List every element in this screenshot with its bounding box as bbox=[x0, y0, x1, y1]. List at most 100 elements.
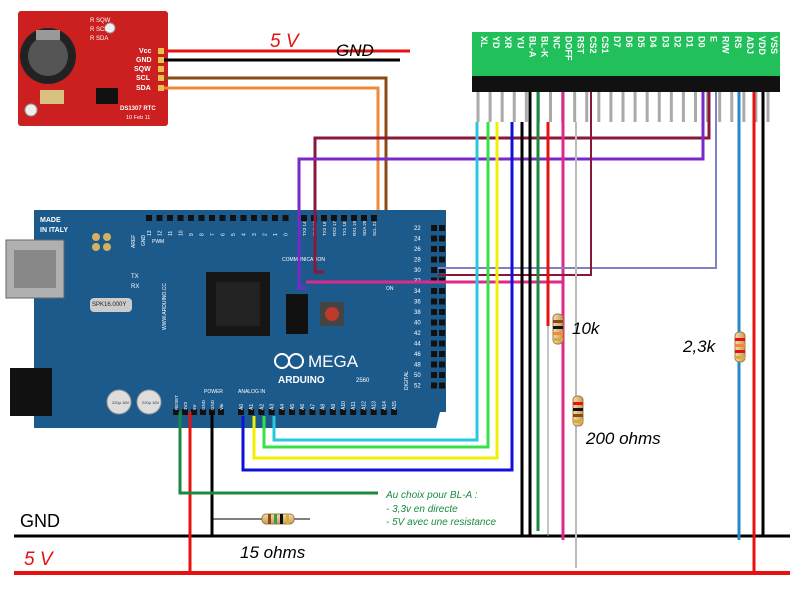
header-pin-label: 2 bbox=[263, 233, 269, 236]
header-pin bbox=[360, 409, 367, 415]
rtc-top-pin: R SCL bbox=[90, 27, 108, 33]
header-pin bbox=[431, 267, 437, 273]
header-pin-label: 34 bbox=[414, 289, 421, 295]
rtc-pin-sda: SDA bbox=[136, 85, 151, 92]
lcd-pin-label: CS2 bbox=[588, 36, 598, 54]
header-pin bbox=[439, 351, 445, 357]
lcd-pin-label: NC bbox=[552, 36, 562, 49]
header-pin bbox=[439, 267, 445, 273]
header-pin-label: SDA 20 bbox=[362, 220, 367, 236]
wire-blue bbox=[241, 122, 514, 472]
header-pin-label: A2 bbox=[259, 404, 265, 410]
rtc-pin-vcc: Vcc bbox=[139, 48, 152, 55]
header-pin bbox=[299, 409, 306, 415]
label-5v-bottom: 5 V bbox=[24, 549, 55, 570]
lcd-pin-label: D3 bbox=[660, 36, 670, 48]
lcd-pin bbox=[645, 92, 649, 122]
header-pin bbox=[188, 215, 194, 221]
lcd-pin bbox=[585, 92, 589, 122]
lcd-pin-label: RST bbox=[576, 36, 586, 55]
lcd-pin-label: XL bbox=[479, 36, 489, 48]
capacitor-label: 220µ 16V bbox=[112, 400, 130, 405]
rtc-wires bbox=[164, 49, 410, 222]
arduino-logo-text: ARDUINO bbox=[278, 375, 325, 386]
header-pin bbox=[439, 340, 445, 347]
lcd-pin-label: E bbox=[709, 36, 719, 42]
header-pin bbox=[218, 409, 224, 415]
mount-hole-icon bbox=[103, 233, 111, 241]
lcd-pin bbox=[657, 92, 661, 122]
header-pin-label: 46 bbox=[414, 352, 421, 358]
lcd-pin-label: CS1 bbox=[600, 36, 610, 54]
header-pin-label: 50 bbox=[414, 373, 421, 379]
rtc-top-pin: R SQW bbox=[90, 18, 111, 24]
header-pin bbox=[370, 409, 377, 415]
reset-button-cap[interactable] bbox=[325, 307, 339, 321]
label-gnd-bottom: GND bbox=[20, 511, 60, 531]
rtc-module-date: 10 Feb 11 bbox=[126, 115, 150, 121]
wire-cyan bbox=[272, 122, 479, 442]
header-pin-label: A0 bbox=[239, 404, 245, 410]
lcd-pin-label: RS bbox=[733, 36, 743, 49]
lcd-pin-label: VSS bbox=[769, 36, 779, 54]
header-pin-label: 3 bbox=[252, 233, 258, 236]
lcd-pin-label: D4 bbox=[648, 36, 658, 48]
lcd-pin-label: DOFF bbox=[564, 36, 574, 61]
header-pin bbox=[278, 409, 285, 415]
header-pin-label: 1 bbox=[273, 233, 279, 236]
header-pin bbox=[319, 409, 326, 415]
header-pin bbox=[258, 409, 265, 415]
header-pin-label: 30 bbox=[414, 268, 421, 274]
resistor-15-ohm bbox=[261, 513, 295, 525]
lcd-connector: VSSVDDADJRSR/WED0D1D2D3D4D5D6D7CS1CS2RST… bbox=[472, 32, 780, 122]
header-pin-label: A13 bbox=[372, 401, 378, 410]
header-pin bbox=[309, 409, 316, 415]
header-pin-label: 10 bbox=[179, 230, 185, 236]
digital-label: DIGITAL bbox=[404, 371, 410, 390]
lcd-pin bbox=[718, 92, 722, 122]
lcd-pin bbox=[488, 92, 492, 122]
pwm-label: PWM bbox=[152, 239, 164, 245]
rtc-module-name: DS1307 RTC bbox=[120, 106, 156, 112]
header-pin-label: 5 bbox=[231, 233, 237, 236]
capacitor bbox=[136, 389, 162, 415]
lcd-pin-label: BL-K bbox=[539, 36, 549, 58]
header-pin bbox=[351, 215, 357, 221]
header-pin bbox=[431, 298, 437, 305]
header-pin-label: TX1 18 bbox=[342, 221, 347, 236]
rtc-pin-sqw: SQW bbox=[134, 66, 151, 73]
resistor-2-3k bbox=[734, 331, 746, 363]
header-pin bbox=[439, 256, 445, 263]
wire-rtc-scl bbox=[164, 76, 388, 222]
header-pin bbox=[439, 298, 445, 305]
header-pin-label: 36 bbox=[414, 300, 421, 306]
mount-hole-icon bbox=[103, 243, 111, 251]
label-10k: 10k bbox=[572, 319, 601, 338]
lcd-pin-label: D2 bbox=[672, 36, 682, 48]
lcd-analog-wires bbox=[241, 122, 514, 472]
atmega-chip-top bbox=[216, 282, 260, 326]
header-pin-label: 7 bbox=[210, 233, 216, 236]
header-pin-label: TX3 14 bbox=[302, 221, 307, 236]
crystal bbox=[90, 298, 132, 312]
header-pin-label: 26 bbox=[414, 247, 421, 253]
header-pin-label: 6 bbox=[221, 233, 227, 236]
lcd-pin bbox=[549, 92, 552, 122]
header-pin bbox=[431, 382, 437, 389]
header-pin bbox=[350, 409, 357, 415]
power-jack bbox=[10, 368, 52, 416]
header-pin bbox=[301, 215, 307, 221]
lcd-pin-label: YU bbox=[515, 36, 525, 49]
aref-label: AREF bbox=[131, 235, 137, 248]
label-gnd-top: GND bbox=[336, 41, 374, 60]
header-pin-label: A10 bbox=[341, 401, 347, 410]
header-pin-label: 40 bbox=[414, 321, 421, 327]
header-pin bbox=[261, 215, 268, 221]
header-pin-label: GND bbox=[210, 399, 215, 410]
lcd-pin bbox=[694, 92, 697, 122]
header-pin bbox=[209, 215, 215, 221]
lcd-pin bbox=[621, 92, 625, 122]
lcd-pin-label: VDD bbox=[757, 36, 767, 56]
